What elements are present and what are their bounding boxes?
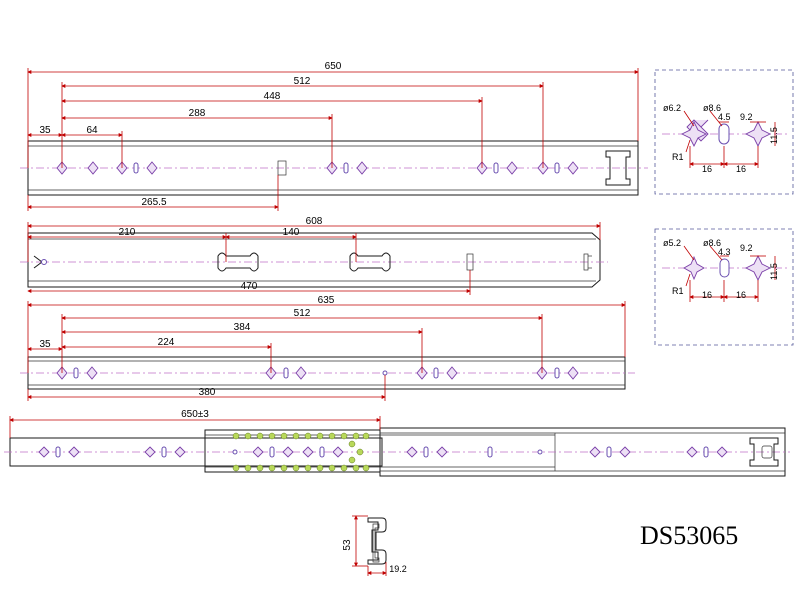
ball-bearing-retainer [232, 432, 370, 472]
profile-outline [367, 517, 387, 565]
extended-assembly-view: 650±3 [4, 409, 790, 477]
hole-detail-1-height: 11.5 [769, 127, 779, 144]
hole-detail-2-slot [719, 258, 730, 278]
outer-rail-holes [56, 161, 579, 175]
inner-rail-view: 635 512 384 224 35 380 [20, 295, 635, 401]
dim-outer-35: 35 [39, 125, 51, 136]
middle-rail-slot-1 [217, 252, 259, 272]
hole-detail-2-dia-small: ø5.2 [663, 238, 681, 248]
dim-outer-512: 512 [294, 76, 311, 87]
dim-inner-35: 35 [39, 339, 51, 350]
dim-middle-210: 210 [119, 227, 136, 238]
outer-rail-view: 650 512 448 288 35 64 265.5 [20, 61, 648, 211]
dim-middle-470: 470 [241, 281, 258, 292]
hole-detail-2-pitch-b: 16 [736, 290, 746, 300]
hole-detail-1-slot [718, 123, 730, 145]
hole-detail-1-dia-small: ø6.2 [663, 103, 681, 113]
hole-detail-panel-1: 16 16 ø6.2 ø8.6 4.5 9.2 11.5 R1 [654, 69, 794, 195]
hole-detail-2-pitch-a: 16 [702, 290, 712, 300]
hole-detail-2-star [683, 255, 705, 281]
hole-detail-1-radius: R1 [672, 152, 684, 162]
middle-rail-body [27, 232, 601, 288]
dim-inner-384: 384 [234, 322, 251, 333]
hole-detail-2-star-width: 9.2 [740, 243, 753, 253]
hole-detail-1-pitch-a: 16 [702, 164, 712, 174]
dim-extended-length: 650±3 [181, 409, 209, 420]
extended-holes [38, 446, 728, 458]
hole-detail-2-slot-width: 4.3 [718, 247, 731, 257]
hole-detail-2-dia-large: ø8.6 [703, 238, 721, 248]
hole-detail-1-slot-width: 4.5 [718, 112, 731, 122]
dim-middle-140: 140 [283, 227, 300, 238]
dim-outer-overall: 650 [325, 61, 342, 72]
dim-inner-overall: 635 [318, 295, 335, 306]
dim-inner-224: 224 [158, 337, 175, 348]
dim-outer-448: 448 [264, 91, 281, 102]
dim-outer-288: 288 [189, 108, 206, 119]
hole-detail-2-radius: R1 [672, 286, 684, 296]
extended-end-bracket [749, 437, 779, 467]
hole-detail-1-dia-large: ø8.6 [703, 103, 721, 113]
dim-middle-overall: 608 [306, 216, 323, 227]
hole-detail-1-pitch-b: 16 [736, 164, 746, 174]
hole-detail-2-height: 11.5 [769, 263, 779, 280]
dim-profile-height: 53 [342, 539, 353, 551]
dim-inner-380: 380 [199, 387, 216, 398]
hole-detail-1-star [680, 120, 708, 148]
profile-cross-section: 53 19.2 [342, 515, 407, 576]
outer-rail-stop [277, 160, 287, 176]
hole-detail-panel-2: 16 16 ø5.2 ø8.6 4.3 9.2 11.5 R1 [654, 228, 794, 346]
dim-profile-width: 19.2 [389, 564, 407, 574]
dim-inner-512: 512 [294, 308, 311, 319]
model-number: DS53065 [640, 521, 738, 550]
hole-detail-1-star-width: 9.2 [740, 112, 753, 122]
dim-outer-265: 265.5 [141, 197, 166, 208]
middle-rail-view: 608 210 140 470 [20, 216, 608, 295]
dim-outer-64: 64 [86, 125, 98, 136]
outer-rail-end-bracket [605, 150, 631, 186]
